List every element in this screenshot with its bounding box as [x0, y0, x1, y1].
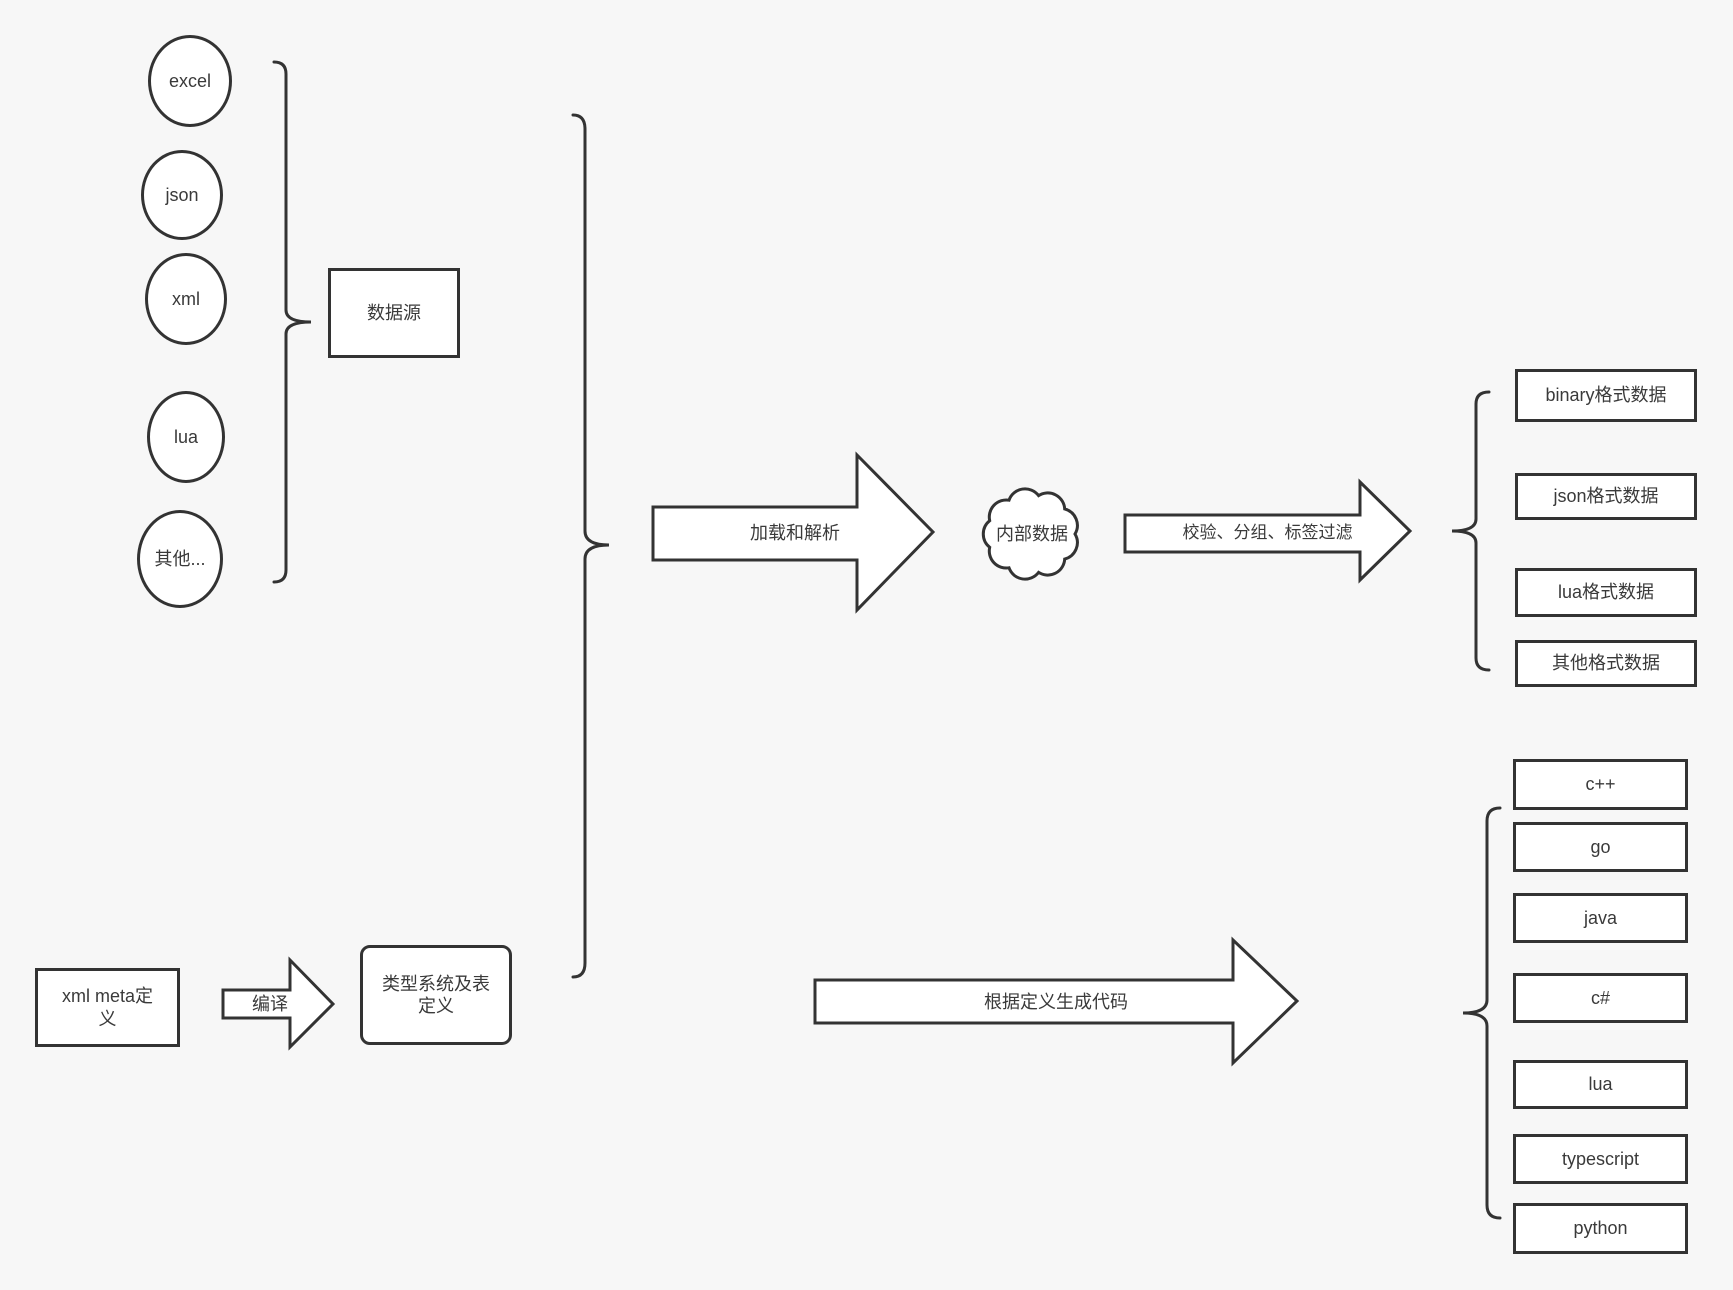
brace-languages — [1462, 806, 1502, 1220]
language-box-label: python — [1573, 1218, 1628, 1239]
xml-meta-box: xml meta定义 — [35, 968, 180, 1047]
language-box-label: c# — [1590, 987, 1610, 1008]
format-box-other: 其他格式数据 — [1515, 640, 1697, 687]
brace-inputs-main — [571, 113, 610, 979]
source-node-label: json — [165, 184, 199, 205]
source-node-label: excel — [168, 70, 212, 91]
format-box-label: lua格式数据 — [1557, 582, 1655, 603]
source-node-label: xml — [172, 288, 200, 309]
source-node-xml: xml — [145, 253, 227, 345]
compile-label: 编译 — [252, 993, 288, 1014]
language-box-label: java — [1583, 907, 1618, 928]
source-node-label: 其他... — [154, 548, 206, 569]
source-node-label: lua — [173, 426, 199, 447]
arrow-load-parse — [651, 451, 936, 614]
format-box-json: json格式数据 — [1515, 473, 1697, 520]
brace-output-formats — [1451, 390, 1491, 672]
source-node-json: json — [141, 150, 223, 240]
language-box-label: c++ — [1585, 774, 1616, 795]
load-parse-label: 加载和解析 — [750, 522, 840, 543]
language-box-python: python — [1513, 1203, 1688, 1254]
generate-code-label: 根据定义生成代码 — [984, 991, 1128, 1012]
type-system-label: 类型系统及表定义 — [382, 973, 490, 1017]
source-node-excel: excel — [148, 35, 232, 127]
source-node-lua: lua — [147, 391, 225, 483]
format-box-lua: lua格式数据 — [1515, 568, 1697, 617]
language-box-java: java — [1513, 893, 1688, 943]
language-box-label: lua — [1588, 1074, 1613, 1095]
language-box-lua: lua — [1513, 1060, 1688, 1109]
xml-meta-label: xml meta定义 — [61, 986, 153, 1029]
arrow-generate-code — [813, 936, 1300, 1067]
format-box-label: binary格式数据 — [1545, 385, 1667, 406]
language-box-cpp: c++ — [1513, 759, 1688, 810]
format-box-label: json格式数据 — [1553, 486, 1659, 507]
format-box-label: 其他格式数据 — [1552, 653, 1660, 674]
arrow-compile — [221, 956, 336, 1051]
data-source-group-box: 数据源 — [328, 268, 460, 358]
language-box-label: go — [1590, 836, 1611, 857]
validate-filter-label: 校验、分组、标签过滤 — [1182, 523, 1353, 543]
brace-data-sources — [272, 60, 312, 584]
language-box-label: typescript — [1561, 1148, 1640, 1169]
internal-data-label: 内部数据 — [996, 523, 1068, 544]
language-box-csharp: c# — [1513, 973, 1688, 1023]
language-box-typescript: typescript — [1513, 1134, 1688, 1184]
language-box-go: go — [1513, 822, 1688, 872]
data-source-group-label: 数据源 — [367, 302, 421, 323]
format-box-binary: binary格式数据 — [1515, 369, 1697, 422]
type-system-box: 类型系统及表定义 — [360, 945, 512, 1045]
source-node-other: 其他... — [137, 510, 223, 608]
arrow-validate-filter — [1123, 478, 1413, 584]
cloud-internal-data — [981, 487, 1079, 581]
